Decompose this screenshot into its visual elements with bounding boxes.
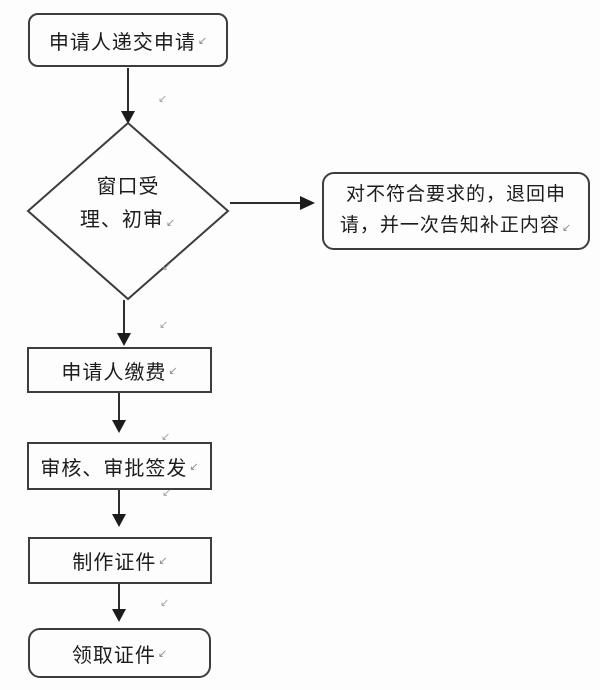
node-pay-label: 申请人缴费 — [61, 361, 167, 384]
paragraph-mark: ↙ — [189, 459, 199, 473]
node-reject-line1: 对不符合要求的，退回申 — [345, 184, 566, 205]
arrow-pay-to-approve-head — [112, 420, 126, 433]
arrow-review-to-reject-head — [300, 196, 315, 210]
stray-paragraph-mark: ↙ — [162, 260, 172, 273]
stray-paragraph-mark: ↙ — [158, 92, 168, 105]
paragraph-mark: ↙ — [165, 216, 177, 229]
stray-paragraph-mark: ↙ — [162, 486, 172, 499]
arrow-submit-to-review-head — [121, 111, 135, 124]
node-approve-label: 审核、审批签发 — [40, 457, 188, 480]
paragraph-mark: ↙ — [561, 221, 573, 234]
paragraph-mark: ↙ — [197, 33, 208, 47]
node-submit-label: 申请人递交申请 — [48, 31, 196, 54]
node-window-review-line2: 理、初审↙ — [79, 209, 177, 231]
node-collect-label: 领取证件 — [71, 644, 156, 667]
node-reject-line2: 请，并一次告知补正内容↙ — [339, 215, 573, 236]
node-produce-label: 制作证件 — [72, 552, 157, 574]
node-collect-certificate: 领取证件↙ — [28, 628, 211, 678]
node-submit-application: 申请人递交申请↙ — [28, 13, 228, 67]
node-make-certificate: 制作证件↙ — [28, 537, 212, 584]
node-window-review: 窗口受 理、初审↙ — [38, 171, 218, 239]
arrow-approve-to-produce-head — [112, 514, 126, 527]
stray-paragraph-mark: ↙ — [159, 318, 169, 331]
node-reject-text: 对不符合要求的，退回申 请，并一次告知补正内容↙ — [340, 179, 572, 243]
node-review-approve-issue: 审核、审批签发↙ — [27, 442, 212, 490]
decision-diamond-shape — [26, 121, 230, 301]
stray-paragraph-mark: ↙ — [160, 596, 170, 609]
arrow-produce-to-collect-head — [112, 609, 126, 622]
node-window-review-line1: 窗口受 — [96, 176, 160, 198]
paragraph-mark: ↙ — [157, 646, 168, 660]
paragraph-mark: ↙ — [158, 554, 168, 567]
arrow-review-to-pay-head — [117, 333, 131, 346]
node-pay-fee: 申请人缴费↙ — [27, 347, 212, 393]
node-reject-notice: 对不符合要求的，退回申 请，并一次告知补正内容↙ — [322, 172, 590, 250]
stray-paragraph-mark: ↙ — [161, 430, 171, 443]
paragraph-mark: ↙ — [168, 363, 178, 377]
